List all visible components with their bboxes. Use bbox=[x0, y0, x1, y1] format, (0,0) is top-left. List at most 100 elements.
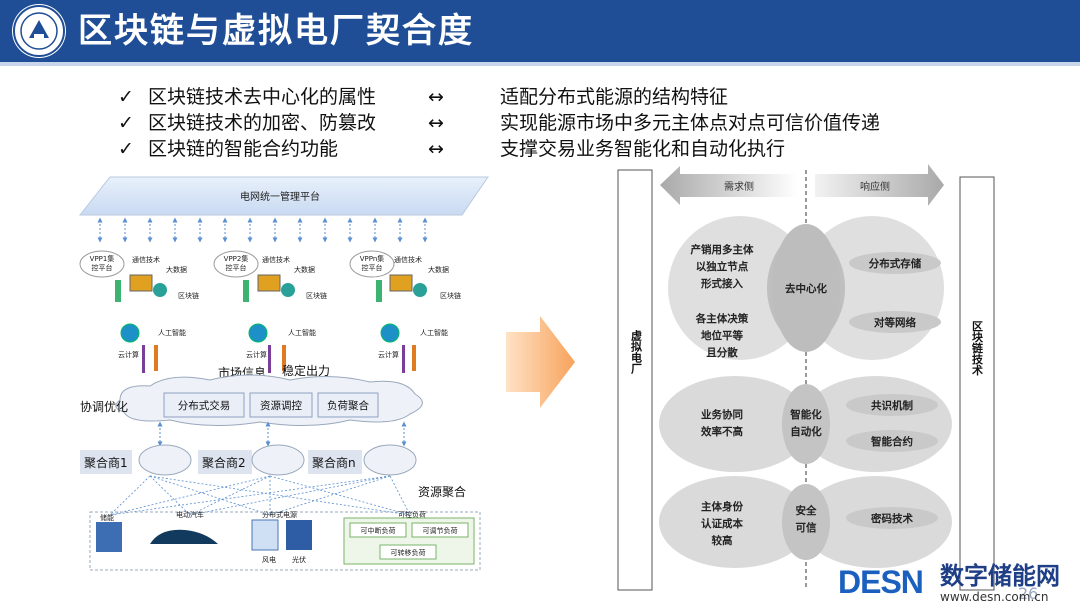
platform-links bbox=[97, 217, 428, 243]
cloud-box-label: 分布式交易 bbox=[178, 399, 231, 412]
node-icon bbox=[120, 323, 140, 343]
aggregator-cloud-icon bbox=[138, 444, 192, 476]
vpp-vertical-label: 虚拟电厂 bbox=[630, 329, 643, 375]
brand-name: 数字储能网 bbox=[940, 562, 1060, 590]
platform-slab bbox=[78, 176, 489, 216]
row3-left-line: 认证成本 bbox=[701, 517, 743, 530]
feature-pill bbox=[849, 311, 941, 333]
blockchain-vertical-label: 区块链技术 bbox=[971, 320, 985, 376]
vpp-cluster-2: VPP2集 控平台 通信技术 大数据 区块链 人工智能 云计算 bbox=[213, 250, 327, 373]
row1-left-line: 地位平等 bbox=[701, 329, 743, 342]
check-icon: ✓ bbox=[118, 112, 134, 134]
car-icon bbox=[150, 529, 218, 544]
row2-left-line: 业务协同 bbox=[701, 408, 743, 421]
brand-url: www.desn.com.cn bbox=[940, 590, 1049, 604]
resource-aggregation-label: 资源聚合 bbox=[418, 484, 466, 499]
feature-pill bbox=[849, 252, 941, 274]
bigdata-label: 大数据 bbox=[428, 265, 449, 274]
battery-icon bbox=[96, 522, 122, 552]
double-arrow-icon: ↔ bbox=[428, 138, 444, 160]
row1-left-line: 以独立节点 bbox=[696, 260, 749, 273]
vpp-name: VPP1集 bbox=[90, 254, 115, 263]
page-title: 区块链与虚拟电厂契合度 bbox=[78, 11, 474, 51]
pv-label: 光伏 bbox=[292, 555, 306, 564]
row3-mid: 安全 bbox=[796, 504, 817, 517]
bullet-list: ✓ 区块链技术去中心化的属性 ↔ 适配分布式能源的结构特征 ✓ 区块链技术的加密… bbox=[118, 84, 1018, 162]
cloud-box-trading bbox=[163, 392, 245, 418]
wind-label: 风电 bbox=[262, 555, 276, 564]
ai-label: 人工智能 bbox=[288, 328, 316, 337]
person-icon bbox=[243, 280, 249, 302]
coordination-label: 协调优化 bbox=[80, 399, 128, 414]
solar-panel-icon bbox=[286, 520, 312, 550]
node-icon bbox=[380, 323, 400, 343]
platform-label: 电网统一管理平台 bbox=[240, 190, 320, 203]
node-icon bbox=[248, 323, 268, 343]
aggregator-label: 聚合商1 bbox=[84, 455, 128, 470]
title-bar: 区块链与虚拟电厂契合度 bbox=[0, 0, 1080, 66]
stable-output-label: 稳定出力 bbox=[282, 363, 330, 378]
title-underline bbox=[0, 62, 1080, 66]
blockchain-label: 区块链 bbox=[440, 291, 461, 300]
row2-mid: 自动化 bbox=[790, 425, 822, 438]
vpp-cluster-n: VPPn集 控平台 通信技术 大数据 区块链 人工智能 云计算 bbox=[349, 250, 461, 373]
venn-overlap-shape bbox=[782, 384, 830, 464]
bullet-row: ✓ 区块链技术的加密、防篡改 ↔ 实现能源市场中多元主体点对点可信价值传递 bbox=[118, 110, 1018, 136]
feature-pill bbox=[846, 430, 938, 452]
page-number: 26 bbox=[1018, 584, 1039, 603]
demand-side-label: 需求侧 bbox=[724, 180, 754, 193]
arrow-down-bar bbox=[402, 345, 405, 373]
ctrl-load-label: 可控负荷 bbox=[398, 510, 426, 519]
server-icon bbox=[413, 283, 427, 297]
vpp-name: 控平台 bbox=[226, 263, 247, 272]
cloud-box-dispatch bbox=[249, 392, 313, 418]
vpp-name: 控平台 bbox=[362, 263, 383, 272]
venn-left bbox=[668, 216, 812, 360]
bullet-left: 区块链技术去中心化的属性 bbox=[148, 86, 377, 108]
server-icon bbox=[281, 283, 295, 297]
row1-right: 分布式存储 bbox=[869, 257, 922, 270]
vpp-frame bbox=[617, 169, 653, 591]
vpp-cluster-1: VPP1集 控平台 通信技术 大数据 区块链 人工智能 云计算 bbox=[79, 250, 199, 373]
bullet-right: 支撑交易业务智能化和自动化执行 bbox=[500, 138, 786, 160]
arrow-down-bar bbox=[142, 345, 145, 373]
row2-right: 智能合约 bbox=[870, 435, 913, 448]
comm-tech-label: 通信技术 bbox=[132, 255, 160, 264]
cloud-label: 云计算 bbox=[246, 350, 267, 359]
response-side-arrow bbox=[815, 164, 944, 206]
row1-left-line: 各主体决策 bbox=[695, 312, 749, 325]
aggregator-label: 聚合商n bbox=[312, 455, 356, 470]
arrow-up-bar bbox=[154, 345, 158, 371]
load-box bbox=[411, 522, 469, 538]
row3-left-line: 主体身份 bbox=[701, 500, 743, 513]
vpp-name: 控平台 bbox=[92, 263, 113, 272]
load-label: 可转移负荷 bbox=[391, 548, 426, 557]
cloud-box-load bbox=[317, 392, 379, 418]
cloud-box-label: 负荷聚合 bbox=[327, 399, 369, 412]
resource-links bbox=[109, 475, 411, 516]
arrow-down-bar bbox=[268, 345, 271, 373]
transition-arrow-icon bbox=[506, 316, 575, 408]
response-side-label: 响应侧 bbox=[860, 180, 890, 193]
aggregator-label-box bbox=[308, 450, 362, 474]
computer-icon bbox=[257, 274, 281, 292]
resource-area bbox=[89, 511, 481, 571]
row2-left-line: 效率不高 bbox=[701, 425, 743, 438]
blockchain-frame bbox=[959, 176, 995, 591]
aggregator-links bbox=[157, 421, 407, 447]
bullet-right: 适配分布式能源的结构特征 bbox=[500, 86, 729, 108]
arrow-up-bar bbox=[282, 345, 286, 371]
storage-label: 储能 bbox=[100, 513, 114, 522]
bullet-right: 实现能源市场中多元主体点对点可信价值传递 bbox=[500, 112, 881, 134]
row3-mid: 可信 bbox=[796, 521, 817, 534]
comm-tech-label: 通信技术 bbox=[394, 255, 422, 264]
computer-icon bbox=[389, 274, 413, 292]
aggregator-cloud-icon bbox=[363, 444, 417, 476]
aggregator-label-box bbox=[198, 450, 252, 474]
cloud-box-label: 资源调控 bbox=[260, 399, 302, 412]
person-icon bbox=[376, 280, 382, 302]
computer-icon bbox=[129, 274, 153, 292]
row1-mid: 去中心化 bbox=[785, 282, 827, 295]
bigdata-label: 大数据 bbox=[166, 265, 187, 274]
brand-watermark: DESN 数字储能网 www.desn.com.cn bbox=[838, 562, 1074, 604]
